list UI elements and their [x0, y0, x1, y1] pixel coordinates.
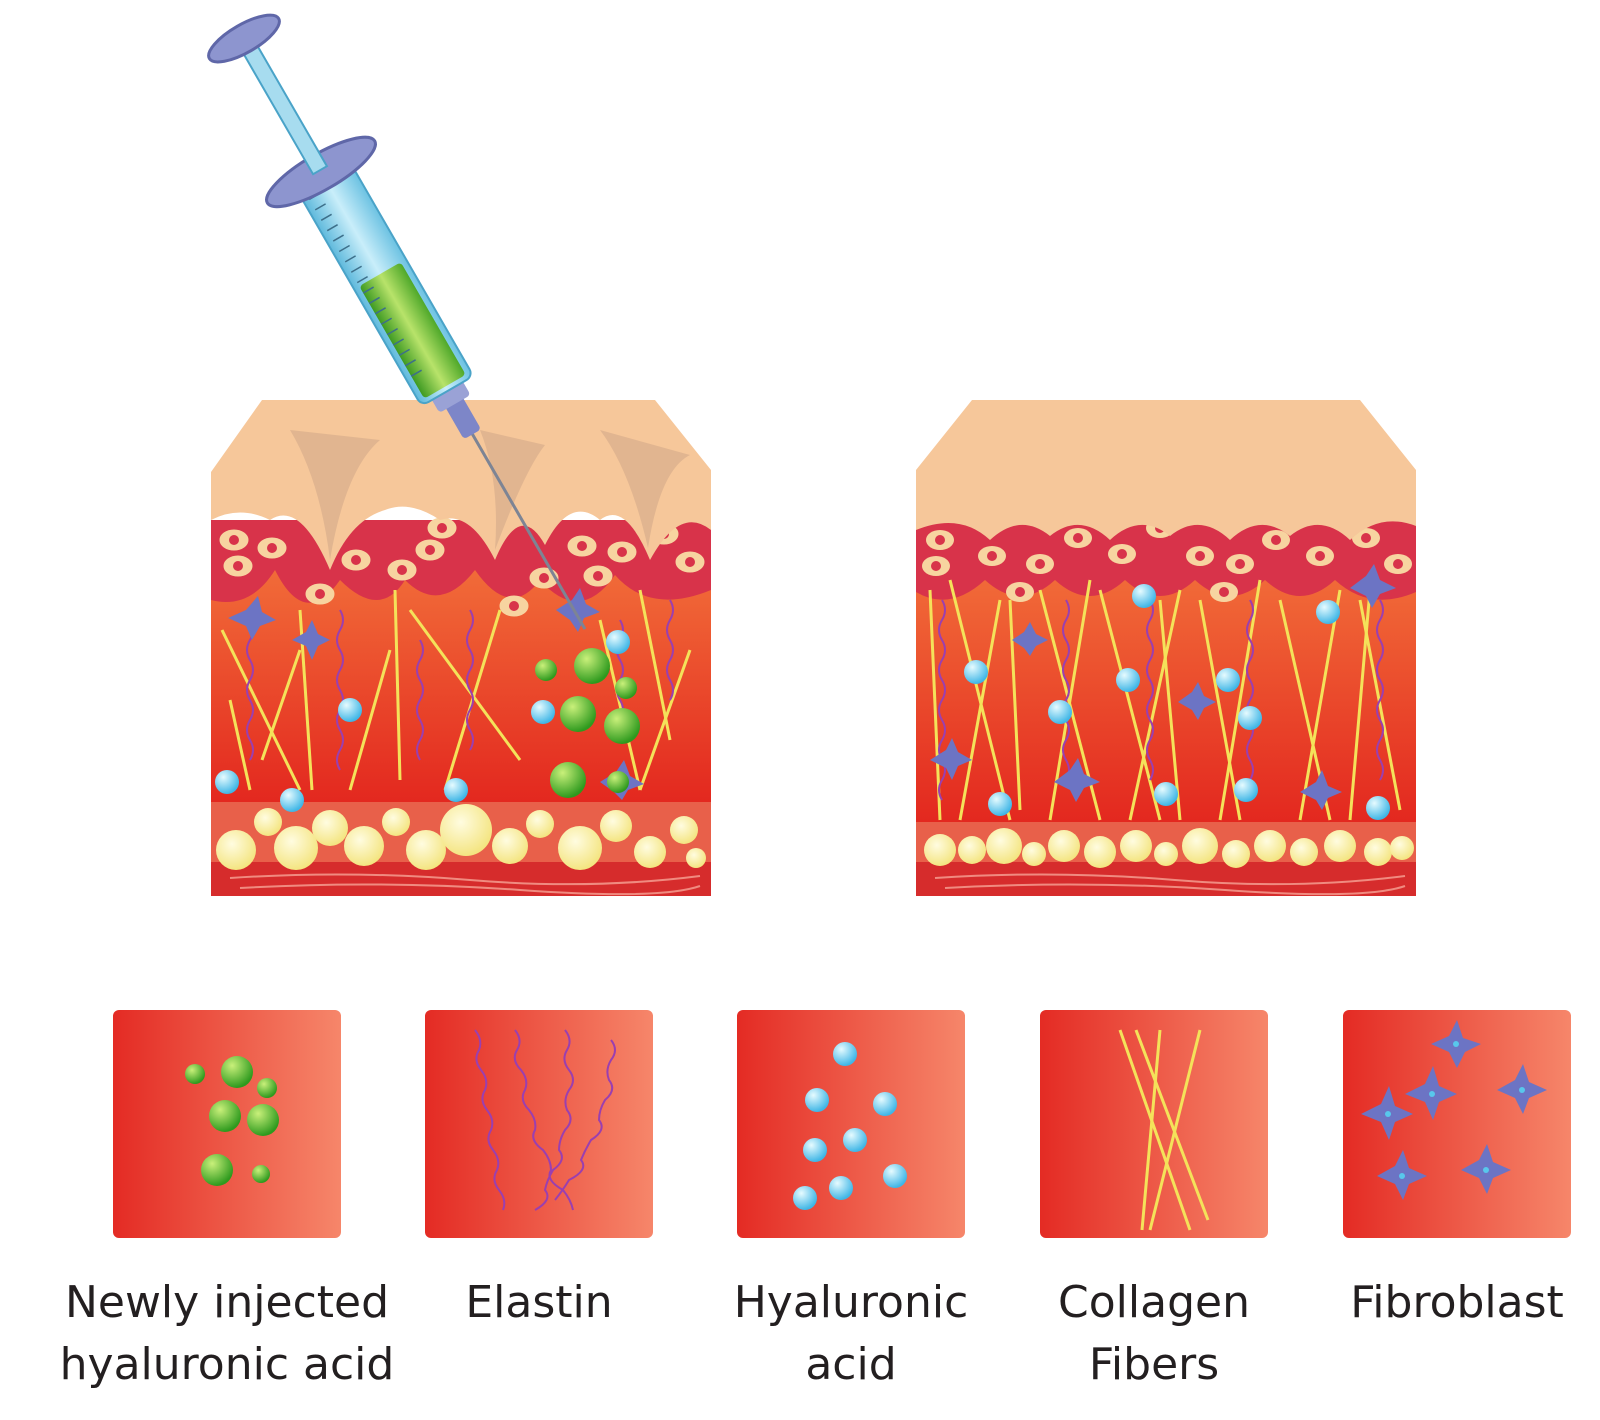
elastin-icon: [425, 1010, 653, 1238]
syringe-plunger: [238, 36, 327, 174]
legend-item-collagen-fibers: Collagen Fibers: [1040, 1010, 1268, 1238]
legend-item-injected-hyaluronic-acid: Newly injected hyaluronic acid: [113, 1010, 341, 1238]
skin-block-left: [211, 400, 711, 896]
legend-label: Fibroblast: [1283, 1272, 1600, 1334]
hyaluronic-acid-icon: [737, 1010, 965, 1238]
skin-block-right: [916, 400, 1416, 896]
syringe-fluid: [359, 262, 466, 399]
syringe-thumb-rest: [202, 6, 285, 70]
legend-label: Newly injected hyaluronic acid: [53, 1272, 401, 1396]
fibroblast-icon: [1343, 1010, 1571, 1238]
collagen-fibers-icon: [1040, 1010, 1268, 1238]
legend-item-elastin: Elastin: [425, 1010, 653, 1238]
legend-item-hyaluronic-acid: Hyaluronic acid: [737, 1010, 965, 1238]
legend-label: Hyaluronic acid: [677, 1272, 1025, 1396]
skin-diagram: [0, 0, 1600, 960]
legend-label: Collagen Fibers: [980, 1272, 1328, 1396]
legend-item-fibroblast: Fibroblast: [1343, 1010, 1571, 1238]
injected-hyaluronic-acid-icon: [113, 1010, 341, 1238]
epidermis-layer: [916, 400, 1416, 540]
legend-label: Elastin: [365, 1272, 713, 1334]
